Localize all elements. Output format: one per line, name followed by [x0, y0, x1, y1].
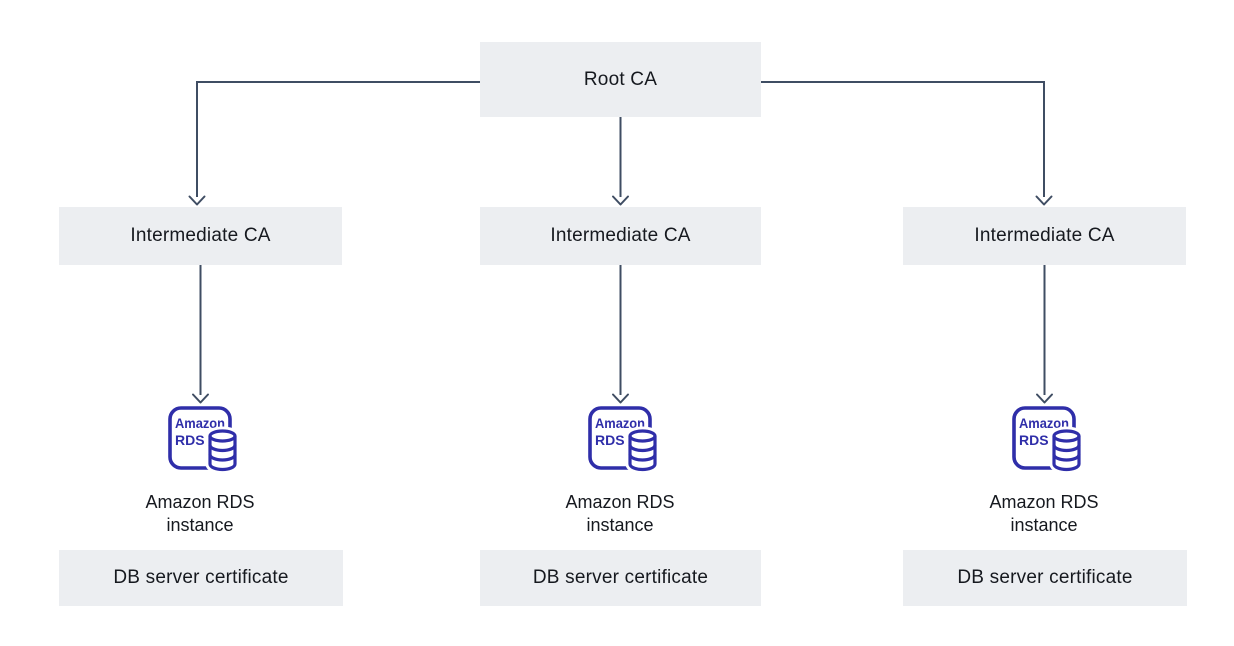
db-server-certificate-label: DB server certificate: [532, 567, 709, 588]
arrow-root-to-intermediate-left: [188, 81, 480, 206]
caption-line1: Amazon RDS: [145, 492, 255, 512]
caption-line2: instance: [166, 515, 234, 535]
db-server-certificate-box-left: DB server certificate: [59, 550, 343, 606]
root-ca-label: Root CA: [583, 68, 658, 90]
database-cylinder-icon: [208, 429, 237, 472]
caption-line1: Amazon RDS: [565, 492, 675, 512]
rds-instance-caption-right: Amazon RDS instance: [944, 491, 1144, 537]
arrow-intermediate-to-rds-center: [612, 265, 629, 404]
rds-icon-text-line2: RDS: [175, 432, 205, 448]
amazon-rds-icon: Amazon RDS: [1012, 406, 1084, 472]
caption-line2: instance: [586, 515, 654, 535]
intermediate-ca-label: Intermediate CA: [974, 225, 1115, 246]
caption-line1: Amazon RDS: [989, 492, 1099, 512]
database-cylinder-icon: [1052, 429, 1081, 472]
db-server-certificate-label: DB server certificate: [957, 567, 1133, 588]
rds-instance-caption-center: Amazon RDS instance: [520, 491, 720, 537]
intermediate-ca-box-center: Intermediate CA: [480, 207, 761, 265]
amazon-rds-icon: Amazon RDS: [588, 406, 660, 472]
intermediate-ca-box-right: Intermediate CA: [903, 207, 1186, 265]
intermediate-ca-label: Intermediate CA: [130, 225, 271, 246]
intermediate-ca-label: Intermediate CA: [550, 225, 691, 246]
rds-icon-text-line1: Amazon: [1019, 415, 1069, 431]
rds-icon-text-line2: RDS: [595, 432, 625, 448]
rds-instance-caption-left: Amazon RDS instance: [100, 491, 300, 537]
arrow-root-to-intermediate-center: [612, 117, 629, 206]
arrow-intermediate-to-rds-right: [1036, 265, 1053, 404]
rds-icon-text-line2: RDS: [1019, 432, 1049, 448]
rds-icon-text-line1: Amazon: [175, 415, 225, 431]
arrow-intermediate-to-rds-left: [192, 265, 209, 404]
intermediate-ca-box-left: Intermediate CA: [59, 207, 342, 265]
db-server-certificate-label: DB server certificate: [113, 567, 289, 588]
caption-line2: instance: [1010, 515, 1078, 535]
amazon-rds-icon: Amazon RDS: [168, 406, 240, 472]
root-ca-box: Root CA: [480, 42, 761, 117]
rds-icon-text-line1: Amazon: [595, 415, 645, 431]
db-server-certificate-box-center: DB server certificate: [480, 550, 761, 606]
arrow-root-to-intermediate-right: [761, 81, 1053, 206]
database-cylinder-icon: [628, 429, 657, 472]
db-server-certificate-box-right: DB server certificate: [903, 550, 1187, 606]
